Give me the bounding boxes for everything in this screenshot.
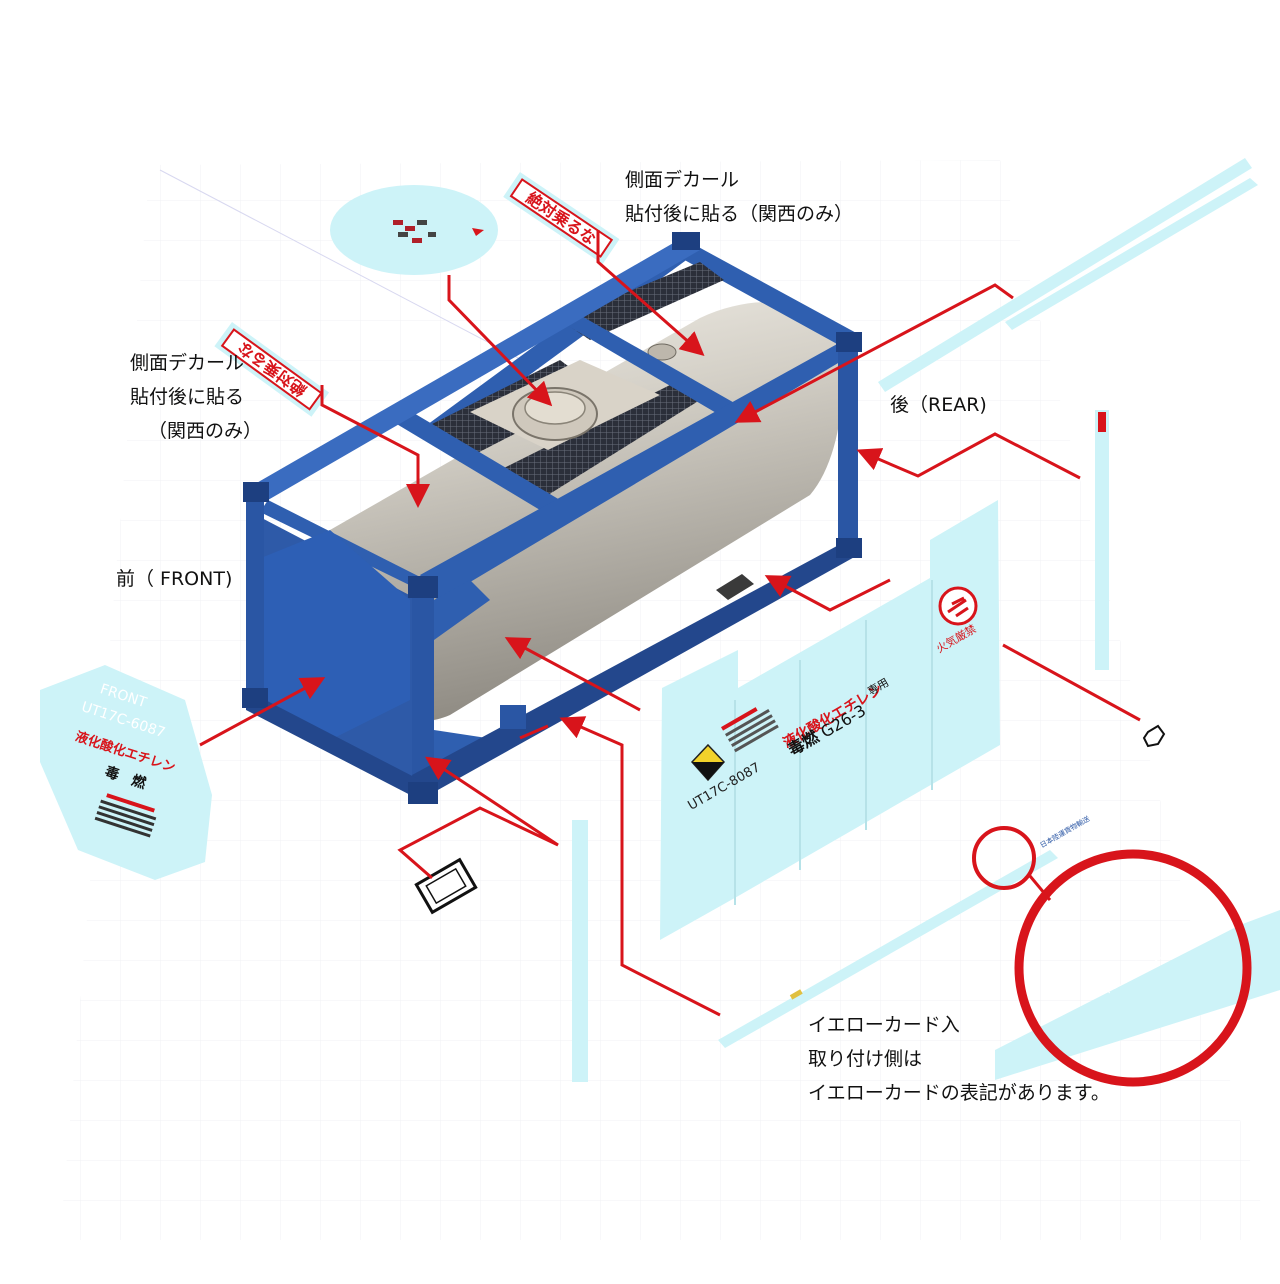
front-end-panel-shade	[256, 530, 410, 740]
callout-side-decal-left-line3: （関西のみ）	[148, 420, 263, 442]
decal-strip-bottom	[718, 850, 1058, 1048]
arrow-front	[199, 677, 326, 747]
corner-casting-4	[836, 332, 862, 352]
flame-logo-icon	[938, 586, 978, 626]
arrow-yellow-card-2	[519, 724, 549, 740]
corner-casting-6	[242, 688, 268, 708]
decal-strip-vertical	[1095, 410, 1109, 670]
hazard-diamond-icon	[690, 743, 726, 782]
callout-lines	[199, 230, 1141, 1017]
brace-front-1	[434, 580, 490, 640]
manhole-cap	[524, 391, 586, 425]
frame-top-front-rail	[248, 238, 700, 500]
decal-strip-left-vertical	[572, 820, 588, 1082]
corner-casting-1	[243, 482, 269, 502]
corner-casting-3	[672, 232, 700, 250]
arrow-panel-right	[764, 575, 891, 612]
top-valve	[647, 343, 677, 361]
frame-post-rear	[838, 338, 858, 552]
arrow-clip	[1002, 643, 1141, 722]
side-panel-fine-print	[721, 707, 779, 753]
front-plate-decal: FRONT UT17C-6087 液化酸化エチレン 毒 燃	[40, 665, 212, 880]
callout-yellow-card-line3: イエローカードの表記があります。	[808, 1082, 1110, 1104]
callout-yellow-card-line2: 取り付け側は	[808, 1048, 923, 1070]
frame-post-front-left	[246, 488, 264, 700]
zoom-circle-large	[1014, 849, 1252, 1087]
decal-strip-top-right	[878, 158, 1252, 392]
arrow-side-panel	[504, 637, 641, 712]
frame-post-front-right	[412, 582, 434, 797]
arrow-rear-2	[856, 432, 1081, 480]
round-decal-marks	[393, 220, 484, 243]
callout-side-decal-top-line2: 貼付後に貼る（関西のみ）	[625, 203, 854, 225]
arrow-bracket	[397, 756, 559, 880]
front-plate-fine-print	[94, 793, 157, 838]
callout-side-decal-top: 側面デカール 貼付後に貼る（関西のみ）	[625, 163, 853, 231]
callout-rear: 後（REAR)	[890, 394, 987, 416]
decal-strip-top-right-2	[1005, 178, 1258, 330]
arrow-rear-1	[734, 283, 1014, 423]
callout-side-decal-left-line2: 貼付後に貼る	[130, 386, 245, 408]
zoom-circle-small	[972, 826, 1036, 890]
top-crossbeam-2	[390, 412, 560, 510]
decal-strip-vertical-mark	[1098, 412, 1106, 432]
frame-top-right-rail	[670, 238, 860, 350]
corner-casting-7	[836, 538, 862, 558]
callout-yellow-card: イエローカード入 取り付け側は イエローカードの表記があります。	[808, 1008, 1110, 1110]
small-clip-part	[1142, 724, 1166, 748]
frame-bottom-front	[246, 690, 420, 800]
yellow-card-chip	[789, 989, 803, 1000]
arrow-round-decal	[447, 275, 553, 407]
top-crossbeam-1	[558, 314, 738, 414]
corner-casting-2	[408, 576, 438, 598]
walkway-grating-mid	[500, 380, 700, 500]
callout-front: 前（ FRONT)	[116, 568, 233, 590]
decal-strip-bottom-2	[995, 910, 1280, 1080]
arrow-top-decal	[596, 230, 705, 356]
arrow-yellow-card	[559, 716, 721, 1017]
callout-side-decal-left-line1: 側面デカール	[130, 352, 245, 374]
yellow-card-box	[716, 574, 754, 600]
callout-side-decal-top-line1: 側面デカール	[625, 169, 740, 191]
small-bracket-part	[414, 857, 478, 915]
callout-side-decal-left: 側面デカール 貼付後に貼る （関西のみ）	[130, 346, 262, 448]
warning-plate-top: 絶対乗るな	[503, 172, 620, 264]
bottom-bracket	[500, 705, 526, 729]
arrow-left-decal	[320, 385, 430, 508]
side-panel-decal: 液化酸化エチレン 専用 毒燃 G26-3 UT17C-8087 火気厳禁	[660, 500, 1000, 940]
callout-yellow-card-line1: イエローカード入	[808, 1014, 960, 1036]
corner-casting-5	[408, 782, 438, 804]
